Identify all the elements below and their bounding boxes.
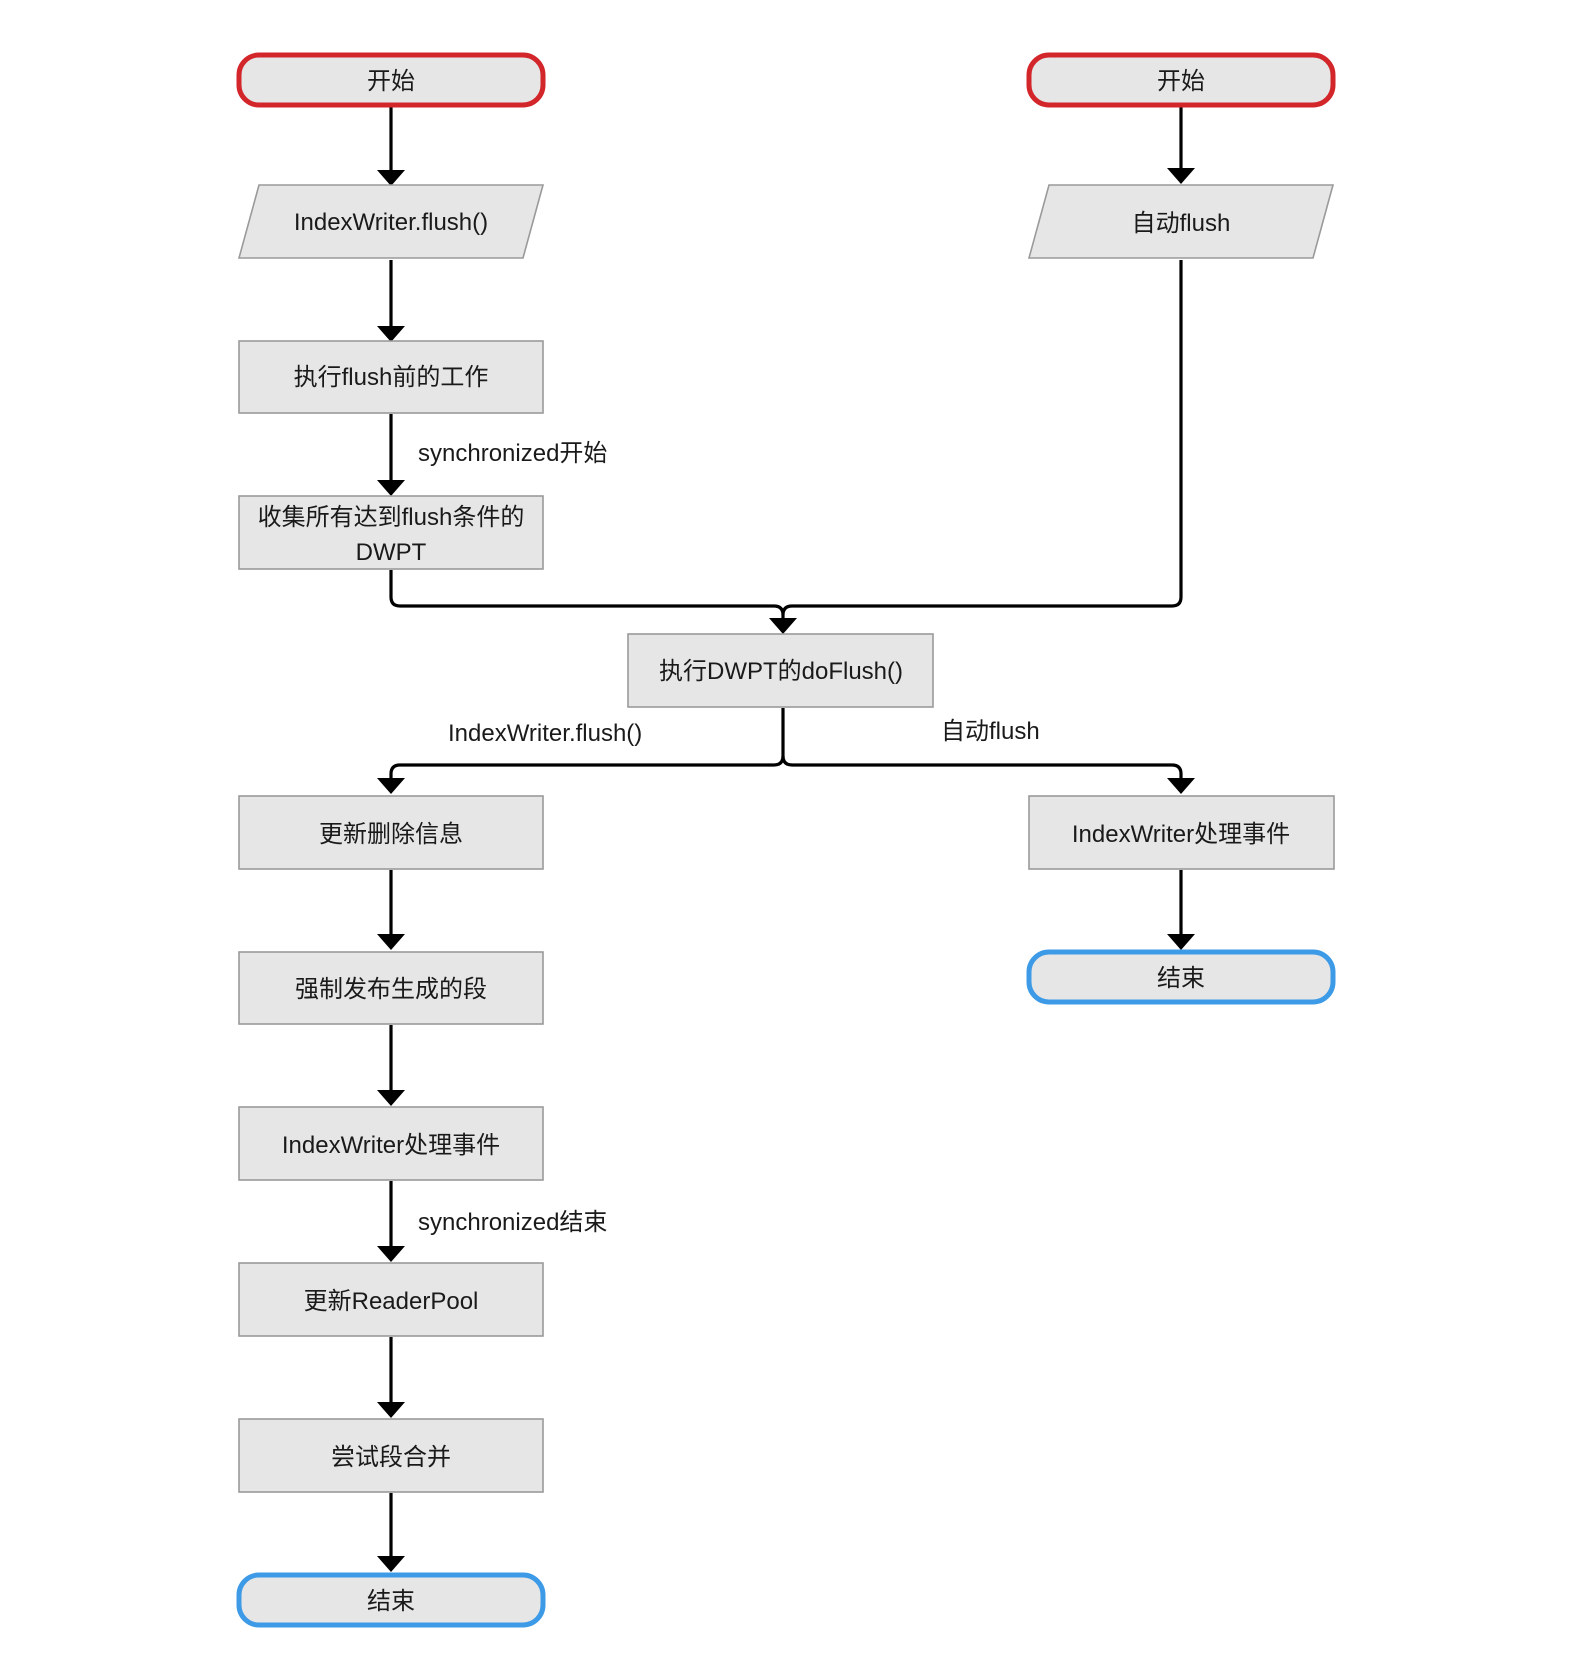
branch-flush-call-label: IndexWriter.flush() [448,720,642,747]
sync-end-label: synchronized结束 [418,1209,607,1236]
right-start-node: 开始 [1026,52,1336,108]
try-merge-node: 尝试段合并 [238,1418,544,1493]
force-publish-node: 强制发布生成的段 [238,951,544,1025]
arrowhead [769,618,797,634]
do-flush-node: 执行DWPT的doFlush() [627,633,934,708]
update-reader-pool-node: 更新ReaderPool [238,1262,544,1337]
arrowhead [377,778,405,794]
right-process-events-node: IndexWriter处理事件 [1028,795,1335,870]
flush-call-label: IndexWriter.flush() [294,209,488,236]
pre-flush-node: 执行flush前的工作 [238,340,544,414]
arrowhead [377,934,405,950]
left-process-events-node: IndexWriter处理事件 [238,1106,544,1181]
left-process-events-label: IndexWriter处理事件 [282,1132,500,1159]
try-merge-label: 尝试段合并 [331,1444,451,1471]
collect-dwpt-label-line1: 收集所有达到flush条件的 [258,504,525,531]
arrowhead [377,480,405,496]
edges [377,106,1195,1572]
edge-autoflush-to-doflush [781,260,1183,618]
arrowhead [1167,934,1195,950]
right-end-label: 结束 [1157,965,1205,992]
branch-auto-flush-label: 自动flush [941,718,1040,745]
do-flush-label: 执行DWPT的doFlush() [659,658,903,685]
collect-dwpt-label-line2: DWPT [356,539,427,566]
right-start-label: 开始 [1157,68,1205,95]
left-start-node: 开始 [236,52,546,108]
left-end-label: 结束 [367,1588,415,1615]
arrowhead [377,326,405,342]
update-deletes-label: 更新删除信息 [319,821,463,848]
collect-dwpt-node: 收集所有达到flush条件的 DWPT [238,495,544,570]
right-end-node: 结束 [1026,949,1336,1005]
update-deletes-node: 更新删除信息 [238,795,544,870]
force-publish-label: 强制发布生成的段 [295,976,487,1003]
sync-start-label: synchronized开始 [418,440,607,467]
left-start-label: 开始 [367,68,415,95]
auto-flush-label: 自动flush [1132,210,1231,237]
arrowhead [1167,778,1195,794]
left-end-node: 结束 [236,1572,546,1628]
edge-collect-to-doflush [389,570,785,616]
update-reader-pool-label: 更新ReaderPool [304,1288,479,1315]
arrowhead [377,1402,405,1418]
arrowhead [1167,168,1195,184]
arrowhead [377,170,405,186]
arrowhead [377,1556,405,1572]
arrowhead [377,1246,405,1262]
right-process-events-label: IndexWriter处理事件 [1072,821,1290,848]
arrowhead [377,1090,405,1106]
pre-flush-label: 执行flush前的工作 [294,364,489,391]
auto-flush-node: 自动flush [1027,184,1335,259]
edge-doflush-branch-right [781,755,1183,778]
flush-call-node: IndexWriter.flush() [237,184,545,259]
